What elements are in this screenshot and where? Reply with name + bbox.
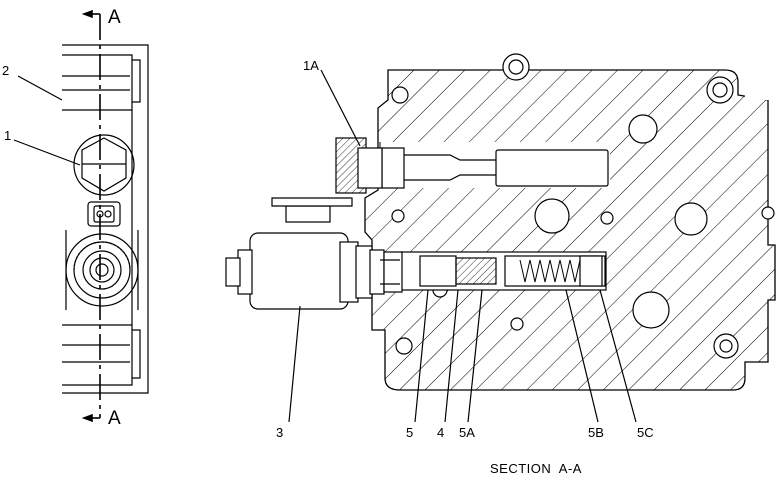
plug-5c [579, 255, 603, 287]
callout-3: 3 [276, 425, 283, 440]
valve-body [364, 69, 776, 391]
spool-5 [419, 255, 457, 287]
spool-land-5a [455, 257, 497, 285]
connector-body [87, 201, 121, 227]
callout-5c: 5C [637, 425, 654, 440]
hex-plug [81, 137, 127, 192]
section-line [81, 9, 101, 423]
section-marker-bottom: A [108, 408, 121, 429]
section-caption: SECTION A-A [490, 461, 582, 476]
plug-circle [73, 134, 135, 196]
callout-2: 2 [2, 63, 9, 78]
callout-5: 5 [406, 425, 413, 440]
callout-4: 4 [437, 425, 444, 440]
body-holes [391, 53, 775, 359]
callout-1a: 1A [303, 58, 319, 73]
section-marker-top: A [108, 7, 121, 28]
upper-spool [495, 149, 609, 187]
callout-5b: 5B [588, 425, 604, 440]
callout-5a: 5A [459, 425, 475, 440]
solenoid-body [249, 232, 349, 310]
leader-lines [13, 69, 637, 423]
solenoid-end-outer [65, 233, 139, 307]
valve-body-section [225, 53, 776, 391]
side-view-housing [62, 44, 149, 394]
solenoid-3 [225, 197, 403, 310]
side-view [62, 44, 149, 394]
callout-1: 1 [4, 128, 11, 143]
